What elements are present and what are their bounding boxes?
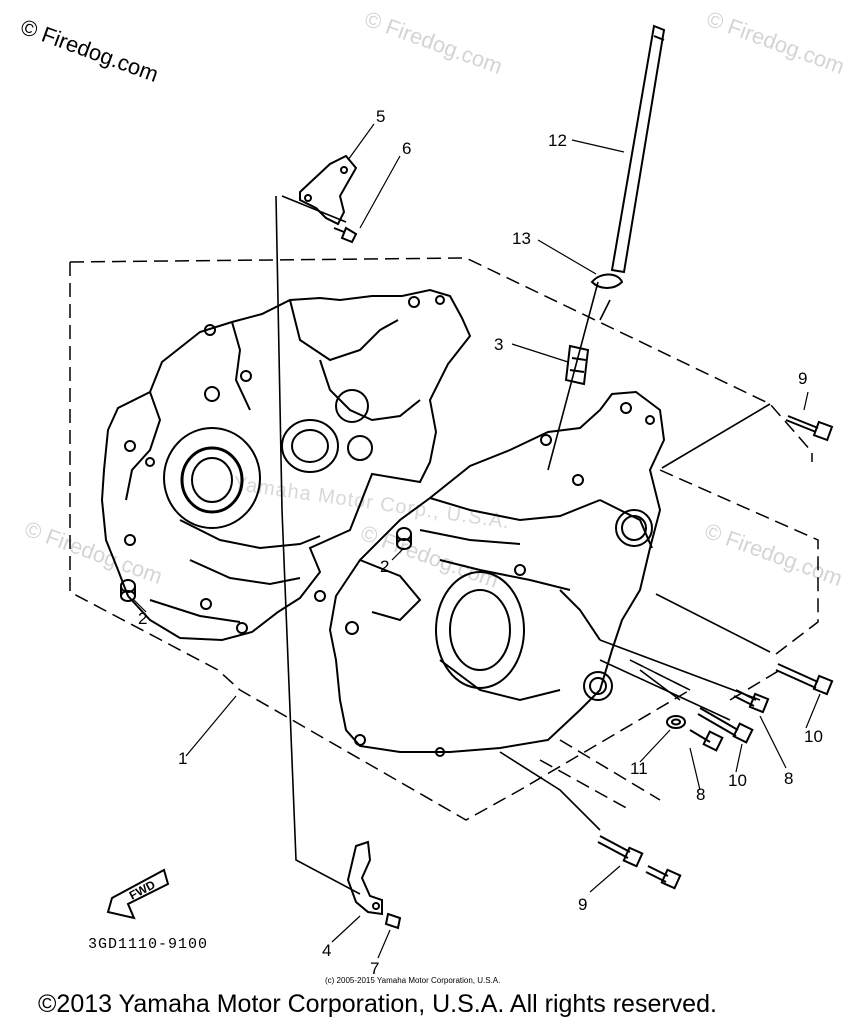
diagram-part-number: 3GD1110-9100 (88, 936, 209, 953)
retainer-plate-lower (346, 840, 383, 916)
callout-8-mid: 8 (696, 785, 705, 804)
bolt-10-right (775, 663, 834, 696)
callout-7: 7 (370, 959, 379, 978)
callout-1: 1 (178, 749, 187, 768)
bolt-9-lower (597, 835, 644, 868)
bolt-8-lower (645, 865, 682, 890)
hose-fitting (564, 344, 590, 386)
bolt-8-right (733, 689, 770, 714)
callout-13: 13 (512, 229, 531, 248)
callout-2-left: 2 (138, 609, 147, 628)
callout-9-upper: 9 (798, 369, 807, 388)
callout-10-mid: 10 (728, 771, 747, 790)
bolt-9-upper (785, 415, 834, 442)
assembly-outline-left (69, 257, 813, 462)
washer-11 (666, 715, 686, 729)
screw-7 (384, 912, 402, 930)
screw-5 (333, 226, 358, 244)
callout-6: 4 (322, 941, 331, 960)
bolt-8-mid (689, 729, 724, 752)
retainer-plate-upper (299, 154, 358, 226)
callout-10-right: 10 (804, 727, 823, 746)
bolt-10-mid (697, 707, 754, 744)
hose-clip (590, 273, 624, 289)
callout-12: 12 (548, 131, 567, 150)
callout-11: 11 (630, 759, 648, 778)
callout-9-lower: 9 (578, 895, 587, 914)
copyright-footer: ©2013 Yamaha Motor Corporation, U.S.A. A… (38, 990, 717, 1018)
callout-8-right: 8 (784, 769, 793, 788)
small-copyright: (c) 2005-2015 Yamaha Motor Corporation, … (325, 976, 501, 985)
callout-2-right: 2 (380, 557, 389, 576)
left-crankcase-half (100, 288, 472, 642)
fwd-arrow-icon: FWD (106, 868, 170, 920)
callout-3: 3 (494, 335, 503, 354)
callout-4: 5 (376, 107, 385, 126)
breather-hose (610, 24, 666, 274)
callout-5: 6 (402, 139, 411, 158)
